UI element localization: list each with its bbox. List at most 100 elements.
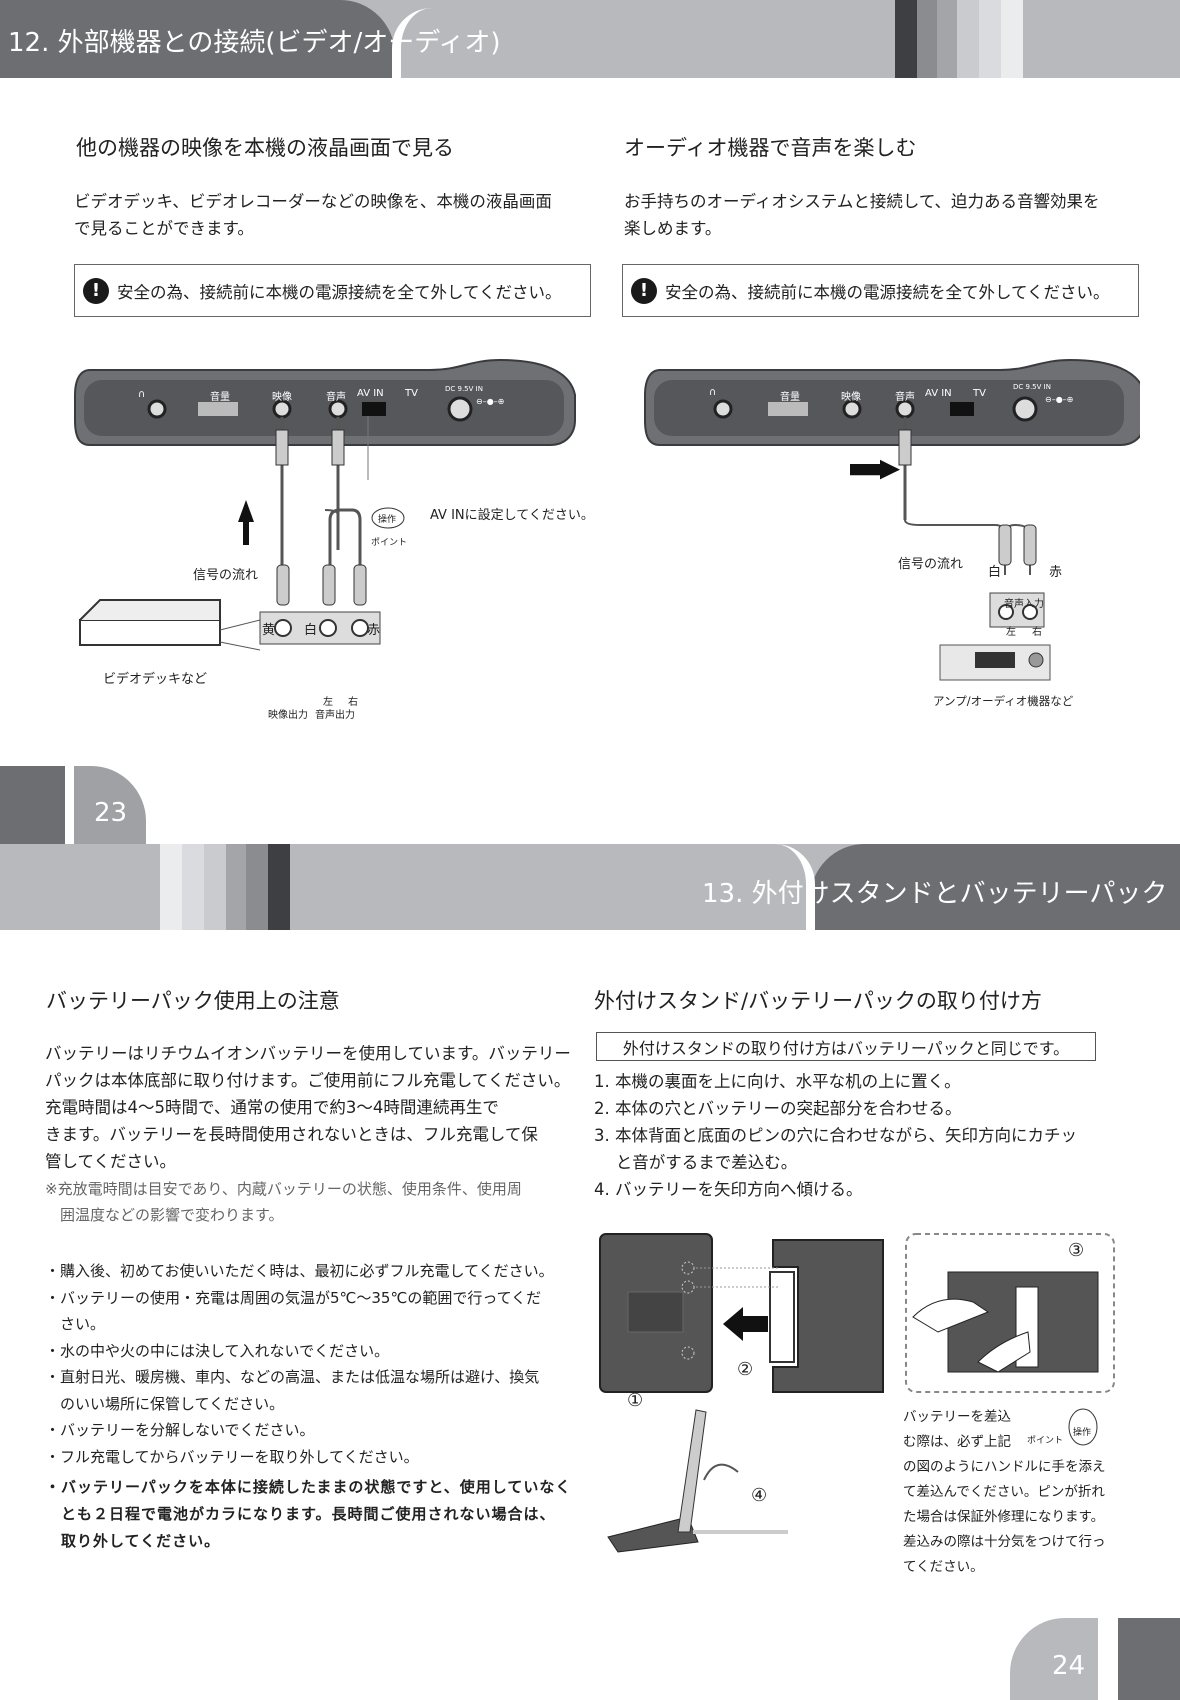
badge-label: ポイント xyxy=(371,538,408,548)
volume-dial xyxy=(198,402,238,416)
panel-label: 音量 xyxy=(780,392,800,403)
warning-text: 安全の為、接続前に本機の電源接続を全て外してください。 xyxy=(117,282,562,302)
page-number: 23 xyxy=(94,798,128,828)
footer-block xyxy=(1010,1618,1110,1700)
panel-label: 音量 xyxy=(210,392,230,403)
channel-label: 右 xyxy=(348,697,358,708)
left-arrow-icon xyxy=(723,1307,768,1341)
battery-bullets: ・購入後、初めてお使いいただく時は、最初に必ずフル充電してください。・バッテリー… xyxy=(45,1258,615,1470)
text-line: ・購入後、初めてお使いいただく時は、最初に必ずフル充電してください。 xyxy=(45,1262,554,1280)
rca-white-plug xyxy=(998,524,1012,566)
section-heading: バッテリーパック使用上の注意 xyxy=(46,989,340,1013)
text-line: と音がするまで差込む。 xyxy=(594,1153,798,1172)
step-callout: ② xyxy=(737,1359,754,1380)
header-stripe xyxy=(226,844,246,930)
text-line: 1. 本機の裏面を上に向け、水平な机の上に置く。 xyxy=(594,1072,961,1091)
up-arrow-icon xyxy=(238,500,254,545)
header-stripe xyxy=(160,844,182,930)
audio-connection-diagram xyxy=(644,358,1140,681)
battery-side-note: バッテリーを差込む際は、必ず上記の図のようにハンドルに手を添えて差込んでください… xyxy=(903,1405,1123,1580)
text-line: 4. バッテリーを矢印方向へ傾ける。 xyxy=(594,1180,863,1199)
polarity-symbol: ⊖–●–⊕ xyxy=(476,397,505,406)
panel-label: DC 9.5V IN xyxy=(1013,383,1051,391)
footer-block xyxy=(0,766,65,844)
text-line: 3. 本体背面と底面のピンの穴に合わせながら、矢印方向にカチッ xyxy=(594,1126,1077,1145)
volume-dial xyxy=(768,402,808,416)
hand-icon xyxy=(912,1298,990,1333)
point-badge-icon xyxy=(1068,1408,1098,1446)
panel-label: TV xyxy=(405,388,418,399)
section-description: ビデオデッキ、ビデオレコーダーなどの映像を、本機の液晶画面 で見ることができます… xyxy=(74,188,594,242)
header-stripe xyxy=(246,844,268,930)
point-badge-icon xyxy=(371,507,405,529)
header-stripe xyxy=(204,844,226,930)
output-label: 音声出力 xyxy=(315,710,355,721)
text-line: ・バッテリーの使用・充電は周囲の気温が5℃～35℃の範囲で行ってくだ xyxy=(45,1288,542,1307)
warning-icon: ! xyxy=(83,277,109,304)
text-line: ※充放電時間は目安であり、内蔵バッテリーの状態、使用条件、使用周 xyxy=(45,1180,522,1198)
footer-gap xyxy=(1098,1618,1118,1700)
header-stripe xyxy=(182,844,204,930)
video-jack xyxy=(272,399,292,419)
battery-gray-note: ※充放電時間は目安であり、内蔵バッテリーの状態、使用条件、使用周 囲温度などの影… xyxy=(45,1176,605,1228)
battery-pack-image xyxy=(772,1239,884,1393)
panel-label: 映像 xyxy=(841,392,861,403)
color-label: 黄 xyxy=(262,623,276,638)
steps-list: 1. 本機の裏面を上に向け、水平な机の上に置く。2. 本体の穴とバッテリーの突起… xyxy=(594,1068,1164,1203)
headphone-jack xyxy=(713,399,733,419)
header-stripe xyxy=(1001,0,1023,78)
battery-bold-warning: ・バッテリーパックを本体に接続したままの状態ですと、使用していなく とも２日程で… xyxy=(45,1474,625,1555)
warning-icon: ! xyxy=(631,277,657,304)
battery-paragraph: バッテリーはリチウムイオンバッテリーを使用しています。バッテリーパックは本体底部… xyxy=(45,1040,605,1175)
text-line: ・バッテリーを分解しないでください。 xyxy=(45,1421,315,1439)
video-jack xyxy=(842,399,862,419)
rca-red-plug xyxy=(1023,524,1037,566)
text-line: お手持ちのオーディオシステムと接続して、迫力ある音響効果を xyxy=(624,192,1100,211)
badge-label: 操作 xyxy=(1073,1428,1092,1438)
text-line: の図のようにハンドルに手を添え xyxy=(903,1459,1106,1475)
panel-label: DC 9.5V IN xyxy=(445,385,483,393)
panel-face xyxy=(84,380,564,436)
text-line: 充電時間は4～5時間で、通常の使用で約3～4時間連続再生で xyxy=(45,1098,499,1117)
text-line: パックは本体底部に取り付けます。ご使用前にフル充電してください。 xyxy=(45,1071,571,1090)
video-plug xyxy=(275,429,289,466)
dc-jack xyxy=(447,396,473,422)
header-curve xyxy=(392,8,432,98)
header-stripe xyxy=(979,0,1001,78)
text-line: ・フル充電してからバッテリーを取り外してください。 xyxy=(45,1447,419,1466)
device-label: ビデオデッキなど xyxy=(103,672,208,687)
section-heading: 他の機器の映像を本機の液晶画面で見る xyxy=(76,136,454,160)
attachment-illustrations xyxy=(599,1233,1115,1553)
avin-switch xyxy=(950,402,974,416)
rca-red-plug xyxy=(353,564,367,606)
text-line: 楽しめます。 xyxy=(624,219,722,238)
step-callout: ④ xyxy=(751,1485,768,1506)
signal-flow-label: 信号の流れ xyxy=(193,568,259,583)
warning-box: ! 安全の為、接続前に本機の電源接続を全て外してください。 xyxy=(74,264,591,317)
text-line: てください。 xyxy=(903,1559,984,1575)
text-line: ビデオデッキ、ビデオレコーダーなどの映像を、本機の液晶画面 xyxy=(74,192,552,211)
page-number: 24 xyxy=(1052,1651,1086,1681)
video-connection-diagram xyxy=(74,358,576,651)
header-stripe xyxy=(957,0,979,78)
text-line: む際は、必ず上記 xyxy=(903,1434,1011,1450)
section-heading: 外付けスタンド/バッテリーパックの取り付け方 xyxy=(594,989,1042,1013)
audio-jack xyxy=(895,399,915,419)
text-line: ・水の中や火の中には決して入れないでください。 xyxy=(45,1341,390,1360)
dc-jack xyxy=(1012,396,1038,422)
panel-label: 音声 xyxy=(326,392,346,403)
text-line: ・直射日光、暖房機、車内、などの高温、または低温な場所は避け、換気 xyxy=(45,1368,540,1386)
text-line: で見ることができます。 xyxy=(74,219,254,238)
panel-label: 映像 xyxy=(272,392,292,403)
input-label: 音声入力 xyxy=(1004,599,1044,610)
avin-switch xyxy=(362,402,386,416)
color-label: 白 xyxy=(988,565,1002,580)
text-line: バッテリーはリチウムイオンバッテリーを使用しています。バッテリー xyxy=(45,1044,571,1063)
setting-note: AV INに設定してください。 xyxy=(430,508,594,523)
panel-label: AV IN xyxy=(357,388,384,399)
badge-label: ポイント xyxy=(1027,1436,1064,1446)
right-arrow-icon xyxy=(850,459,900,480)
tilt-arrow-icon xyxy=(703,1463,739,1481)
polarity-symbol: ⊖–●–⊕ xyxy=(1045,395,1074,404)
color-label: 赤 xyxy=(367,623,381,638)
